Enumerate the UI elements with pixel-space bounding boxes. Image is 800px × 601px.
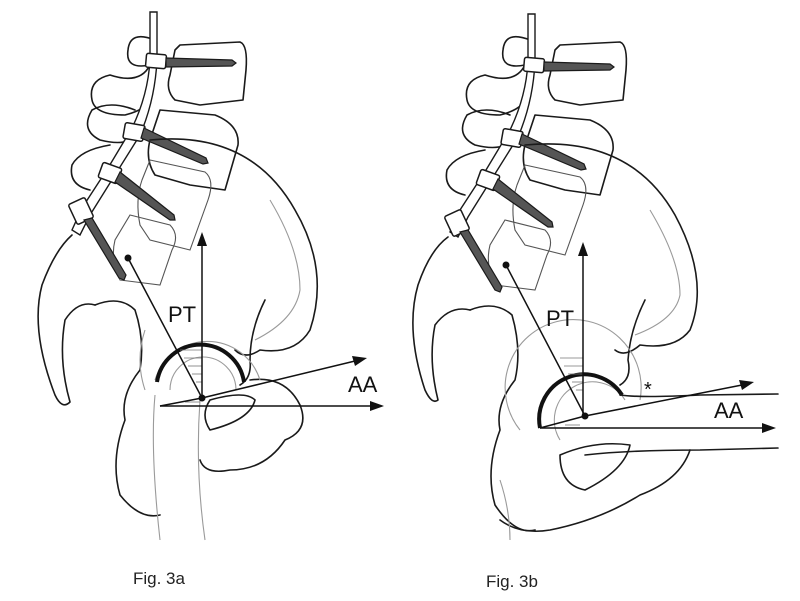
arrowhead-up	[578, 242, 588, 256]
acetabular-arc	[155, 342, 246, 383]
sacral-point	[502, 261, 510, 269]
caption-fig-3b: Fig. 3b	[486, 572, 538, 591]
arrowhead-right	[370, 401, 384, 411]
figure-panel-3b: PT AA *	[412, 13, 779, 541]
measurement-lines	[124, 232, 384, 411]
aa-label: AA	[348, 372, 378, 397]
asterisk-marker: *	[644, 379, 652, 401]
figure-panel-3a: PT AA	[37, 11, 384, 541]
pelvis	[412, 143, 699, 541]
anteversion-line	[584, 384, 743, 417]
caption-fig-3a: Fig. 3a	[133, 569, 185, 588]
arrowhead-up	[197, 232, 207, 246]
femoral-head-acetabulum	[504, 319, 779, 456]
lumbar-spine	[68, 11, 248, 286]
sacral-point	[124, 254, 132, 262]
arrowhead-aa	[739, 380, 754, 390]
anteversion-line	[201, 360, 356, 399]
femoral-head-acetabulum	[154, 340, 261, 403]
sacral-line	[127, 257, 203, 399]
measurement-lines	[502, 242, 776, 433]
aa-label: AA	[714, 398, 744, 423]
arrowhead-aa	[352, 356, 367, 366]
pt-label: PT	[546, 306, 574, 331]
pt-hatch	[560, 357, 583, 426]
arrowhead-right	[762, 423, 776, 433]
pt-hatch	[180, 349, 202, 403]
acetabular-arc	[537, 372, 624, 429]
sacral-line	[505, 264, 586, 417]
pelvis	[37, 138, 319, 541]
lumbar-spine	[444, 13, 628, 293]
pt-label: PT	[168, 302, 196, 327]
